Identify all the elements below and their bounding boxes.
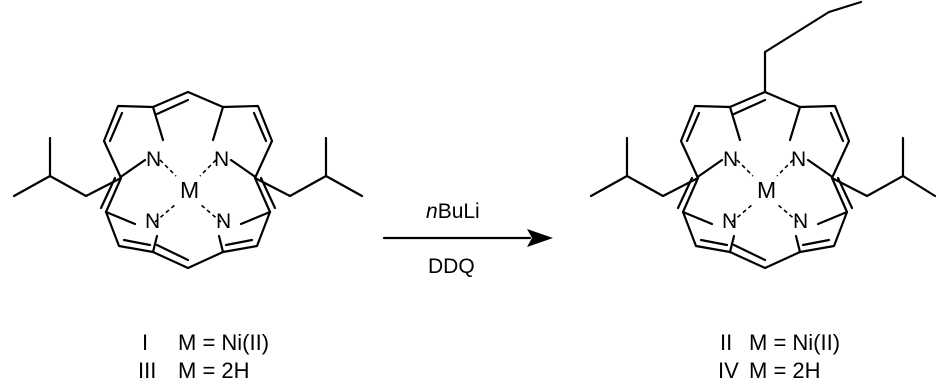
product-metal: M	[757, 177, 776, 203]
compound-formula-III: M = 2H	[178, 358, 250, 383]
product-nitrogen-1: N	[723, 148, 738, 171]
compound-label-III: III	[138, 358, 156, 383]
product-nitrogen-3: N	[722, 210, 737, 233]
compound-label-I: I	[142, 330, 148, 355]
reactant-molecule: N N N N M	[12, 90, 364, 270]
reactant-nitrogen-4: N	[216, 210, 231, 233]
compound-label-IV: IV	[718, 358, 739, 383]
compound-formula-II: M = Ni(II)	[749, 330, 840, 355]
product-nitrogen-4: N	[793, 210, 808, 233]
reactant-metal: M	[180, 177, 199, 203]
compound-formula-IV: M = 2H	[749, 358, 821, 383]
compound-formula-I: M = Ni(II)	[178, 330, 269, 355]
reactant-caption: I M = Ni(II) III M = 2H	[138, 330, 269, 383]
reagent-label: nBuLi	[426, 200, 480, 223]
reactant-nitrogen-3: N	[145, 210, 160, 233]
reactant-nitrogen-1: N	[146, 148, 161, 171]
compound-label-II: II	[720, 330, 732, 355]
oxidant-label: DDQ	[428, 255, 475, 278]
reaction-arrow: nBuLi DDQ	[382, 200, 553, 278]
product-nitrogen-2: N	[791, 148, 806, 171]
reactant-nitrogen-2: N	[214, 148, 229, 171]
product-molecule: N N N N M	[589, 0, 937, 270]
product-caption: II M = Ni(II) IV M = 2H	[718, 330, 840, 383]
